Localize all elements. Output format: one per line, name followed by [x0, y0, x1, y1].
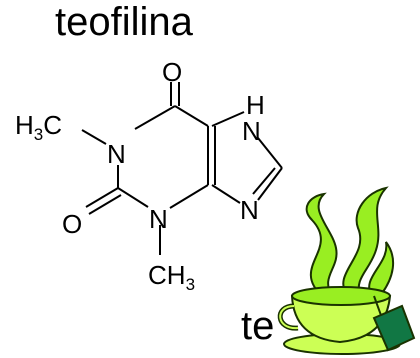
teabag-tag-icon — [372, 304, 416, 352]
tea-caption: te — [241, 304, 275, 348]
steam-icon — [342, 186, 389, 297]
atom-n1: N — [107, 139, 126, 169]
steam-icon — [305, 192, 338, 297]
atom-n9: N — [240, 195, 259, 225]
cup-handle-inner — [279, 305, 299, 330]
methyl-top-label: H3C — [15, 110, 62, 144]
bond — [211, 184, 241, 204]
compound-title: teofilina — [55, 0, 193, 44]
atom-h7: H — [246, 90, 265, 120]
bond — [85, 187, 119, 208]
bond — [134, 105, 176, 130]
atom-o-top: O — [162, 57, 182, 87]
theophylline-structure: O H N N N N O H3C CH3 — [15, 57, 283, 294]
bond — [88, 194, 122, 215]
bond — [252, 167, 276, 195]
bonds — [81, 82, 283, 255]
bond — [257, 137, 283, 169]
steam-icon — [368, 241, 395, 297]
bond — [117, 187, 149, 208]
atom-o-left: O — [62, 209, 82, 239]
tea-cup-icon — [277, 186, 416, 355]
atom-n7: N — [242, 116, 261, 146]
methyl-bottom-label: CH3 — [148, 260, 195, 294]
bond — [174, 105, 209, 127]
bond — [211, 111, 245, 127]
bond — [81, 129, 107, 145]
bond — [257, 167, 283, 201]
cup-rim — [291, 286, 391, 306]
atom-n3: N — [149, 204, 168, 234]
cup-body — [290, 295, 392, 344]
bond — [169, 184, 209, 209]
